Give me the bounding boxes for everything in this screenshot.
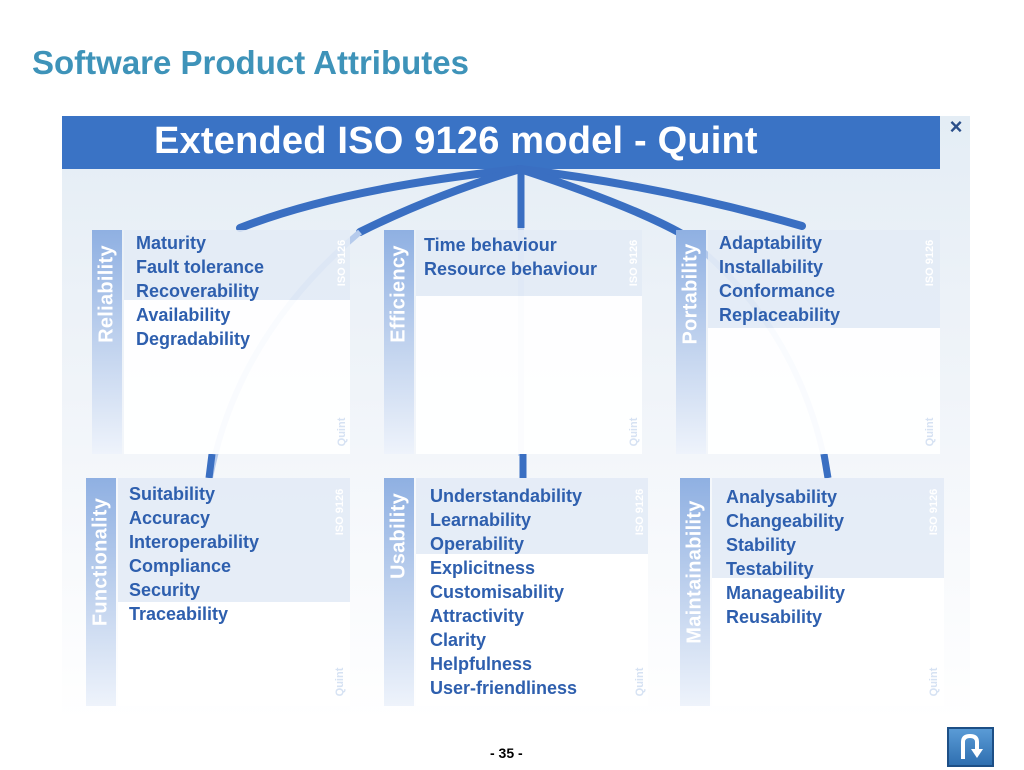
efficiency-bar <box>384 230 414 454</box>
attribute-item: Operability <box>430 534 525 554</box>
iso-tag: ISO 9126 <box>336 239 348 287</box>
attribute-item: Installability <box>719 257 824 277</box>
attribute-item: Reusability <box>726 607 823 627</box>
iso-tag: ISO 9126 <box>634 488 646 536</box>
category-efficiency: Efficiency <box>387 245 410 343</box>
iso-tag: ISO 9126 <box>334 488 346 536</box>
attribute-item: Analysability <box>726 487 838 507</box>
quint-tag: Quint <box>634 667 646 697</box>
quint-tag: Quint <box>336 417 348 447</box>
category-usability: Usability <box>387 492 410 580</box>
maintainability-bar <box>680 478 710 706</box>
attribute-item: Understandability <box>430 486 583 506</box>
category-functionality: Functionality <box>89 497 112 627</box>
arc-reliability <box>236 165 524 232</box>
usability-attribute-list: Understandability Learnability Operabili… <box>430 484 582 700</box>
functionality-bar <box>86 478 116 706</box>
attribute-item: Interoperability <box>129 532 260 552</box>
attribute-item: Manageability <box>726 583 846 603</box>
efficiency-attribute-list: Time behaviour Resource behaviour <box>424 233 597 281</box>
model-title: Extended ISO 9126 model - Quint <box>154 120 758 162</box>
quint-model-panel: Extended ISO 9126 model - Quint × Reliab… <box>62 116 970 721</box>
attribute-item: Traceability <box>129 604 229 624</box>
attribute-item: Recoverability <box>136 281 260 301</box>
category-portability: Portability <box>679 243 702 345</box>
attribute-item: Testability <box>726 559 814 579</box>
functionality-attribute-list: Suitability Accuracy Interoperability Co… <box>129 482 259 626</box>
attribute-item: Fault tolerance <box>136 257 265 277</box>
attribute-item: Explicitness <box>430 558 536 578</box>
slide-title: Software Product Attributes <box>32 44 469 81</box>
quint-tag: Quint <box>928 667 940 697</box>
category-reliability: Reliability <box>95 245 118 343</box>
attribute-item: Adaptability <box>719 233 823 253</box>
page-number: - 35 - <box>490 745 523 761</box>
iso-tag: ISO 9126 <box>928 488 940 536</box>
attribute-item: Changeability <box>726 511 845 531</box>
attribute-item: Customisability <box>430 582 565 602</box>
attribute-item: Accuracy <box>129 508 211 528</box>
arc-maintainability-end <box>820 453 832 479</box>
attribute-item: Helpfulness <box>430 654 533 674</box>
maintainability-attribute-list: Analysability Changeability Stability Te… <box>726 485 845 629</box>
attribute-item: Degradability <box>136 329 251 349</box>
attribute-item: Resource behaviour <box>424 259 598 279</box>
reliability-attribute-list: Maturity Fault tolerance Recoverability … <box>136 231 264 351</box>
portability-attribute-list: Adaptability Installability Conformance … <box>719 231 840 327</box>
usability-bar <box>384 478 414 706</box>
arc-functionality-end <box>205 453 216 479</box>
attribute-item: Time behaviour <box>424 235 557 255</box>
portability-bar <box>676 230 706 454</box>
return-button[interactable] <box>947 727 994 767</box>
quint-tag: Quint <box>334 667 346 697</box>
arc-portability <box>516 165 806 230</box>
attribute-item: Availability <box>136 305 231 325</box>
arc-efficiency <box>356 165 524 236</box>
attribute-item: Suitability <box>129 484 216 504</box>
attribute-item: Compliance <box>129 556 232 576</box>
return-u-turn-icon <box>961 733 983 759</box>
reliability-bar <box>92 230 122 454</box>
close-icon[interactable]: × <box>949 116 963 139</box>
iso-tag: ISO 9126 <box>628 239 640 287</box>
attribute-item: Learnability <box>430 510 532 530</box>
category-maintainability: Maintainability <box>683 500 706 644</box>
attribute-item: Replaceability <box>719 305 841 325</box>
attribute-item: Stability <box>726 535 797 555</box>
attribute-item: Maturity <box>136 233 207 253</box>
iso-tag: ISO 9126 <box>924 239 936 287</box>
attribute-item: Security <box>129 580 201 600</box>
attribute-item: User-friendliness <box>430 678 578 698</box>
quint-tag: Quint <box>924 417 936 447</box>
attribute-item: Attractivity <box>430 606 525 626</box>
quint-tag: Quint <box>628 417 640 447</box>
attribute-item: Conformance <box>719 281 836 301</box>
attribute-item: Clarity <box>430 630 487 650</box>
model-title-band <box>62 116 940 169</box>
arc-maintainability-upper <box>516 165 686 238</box>
